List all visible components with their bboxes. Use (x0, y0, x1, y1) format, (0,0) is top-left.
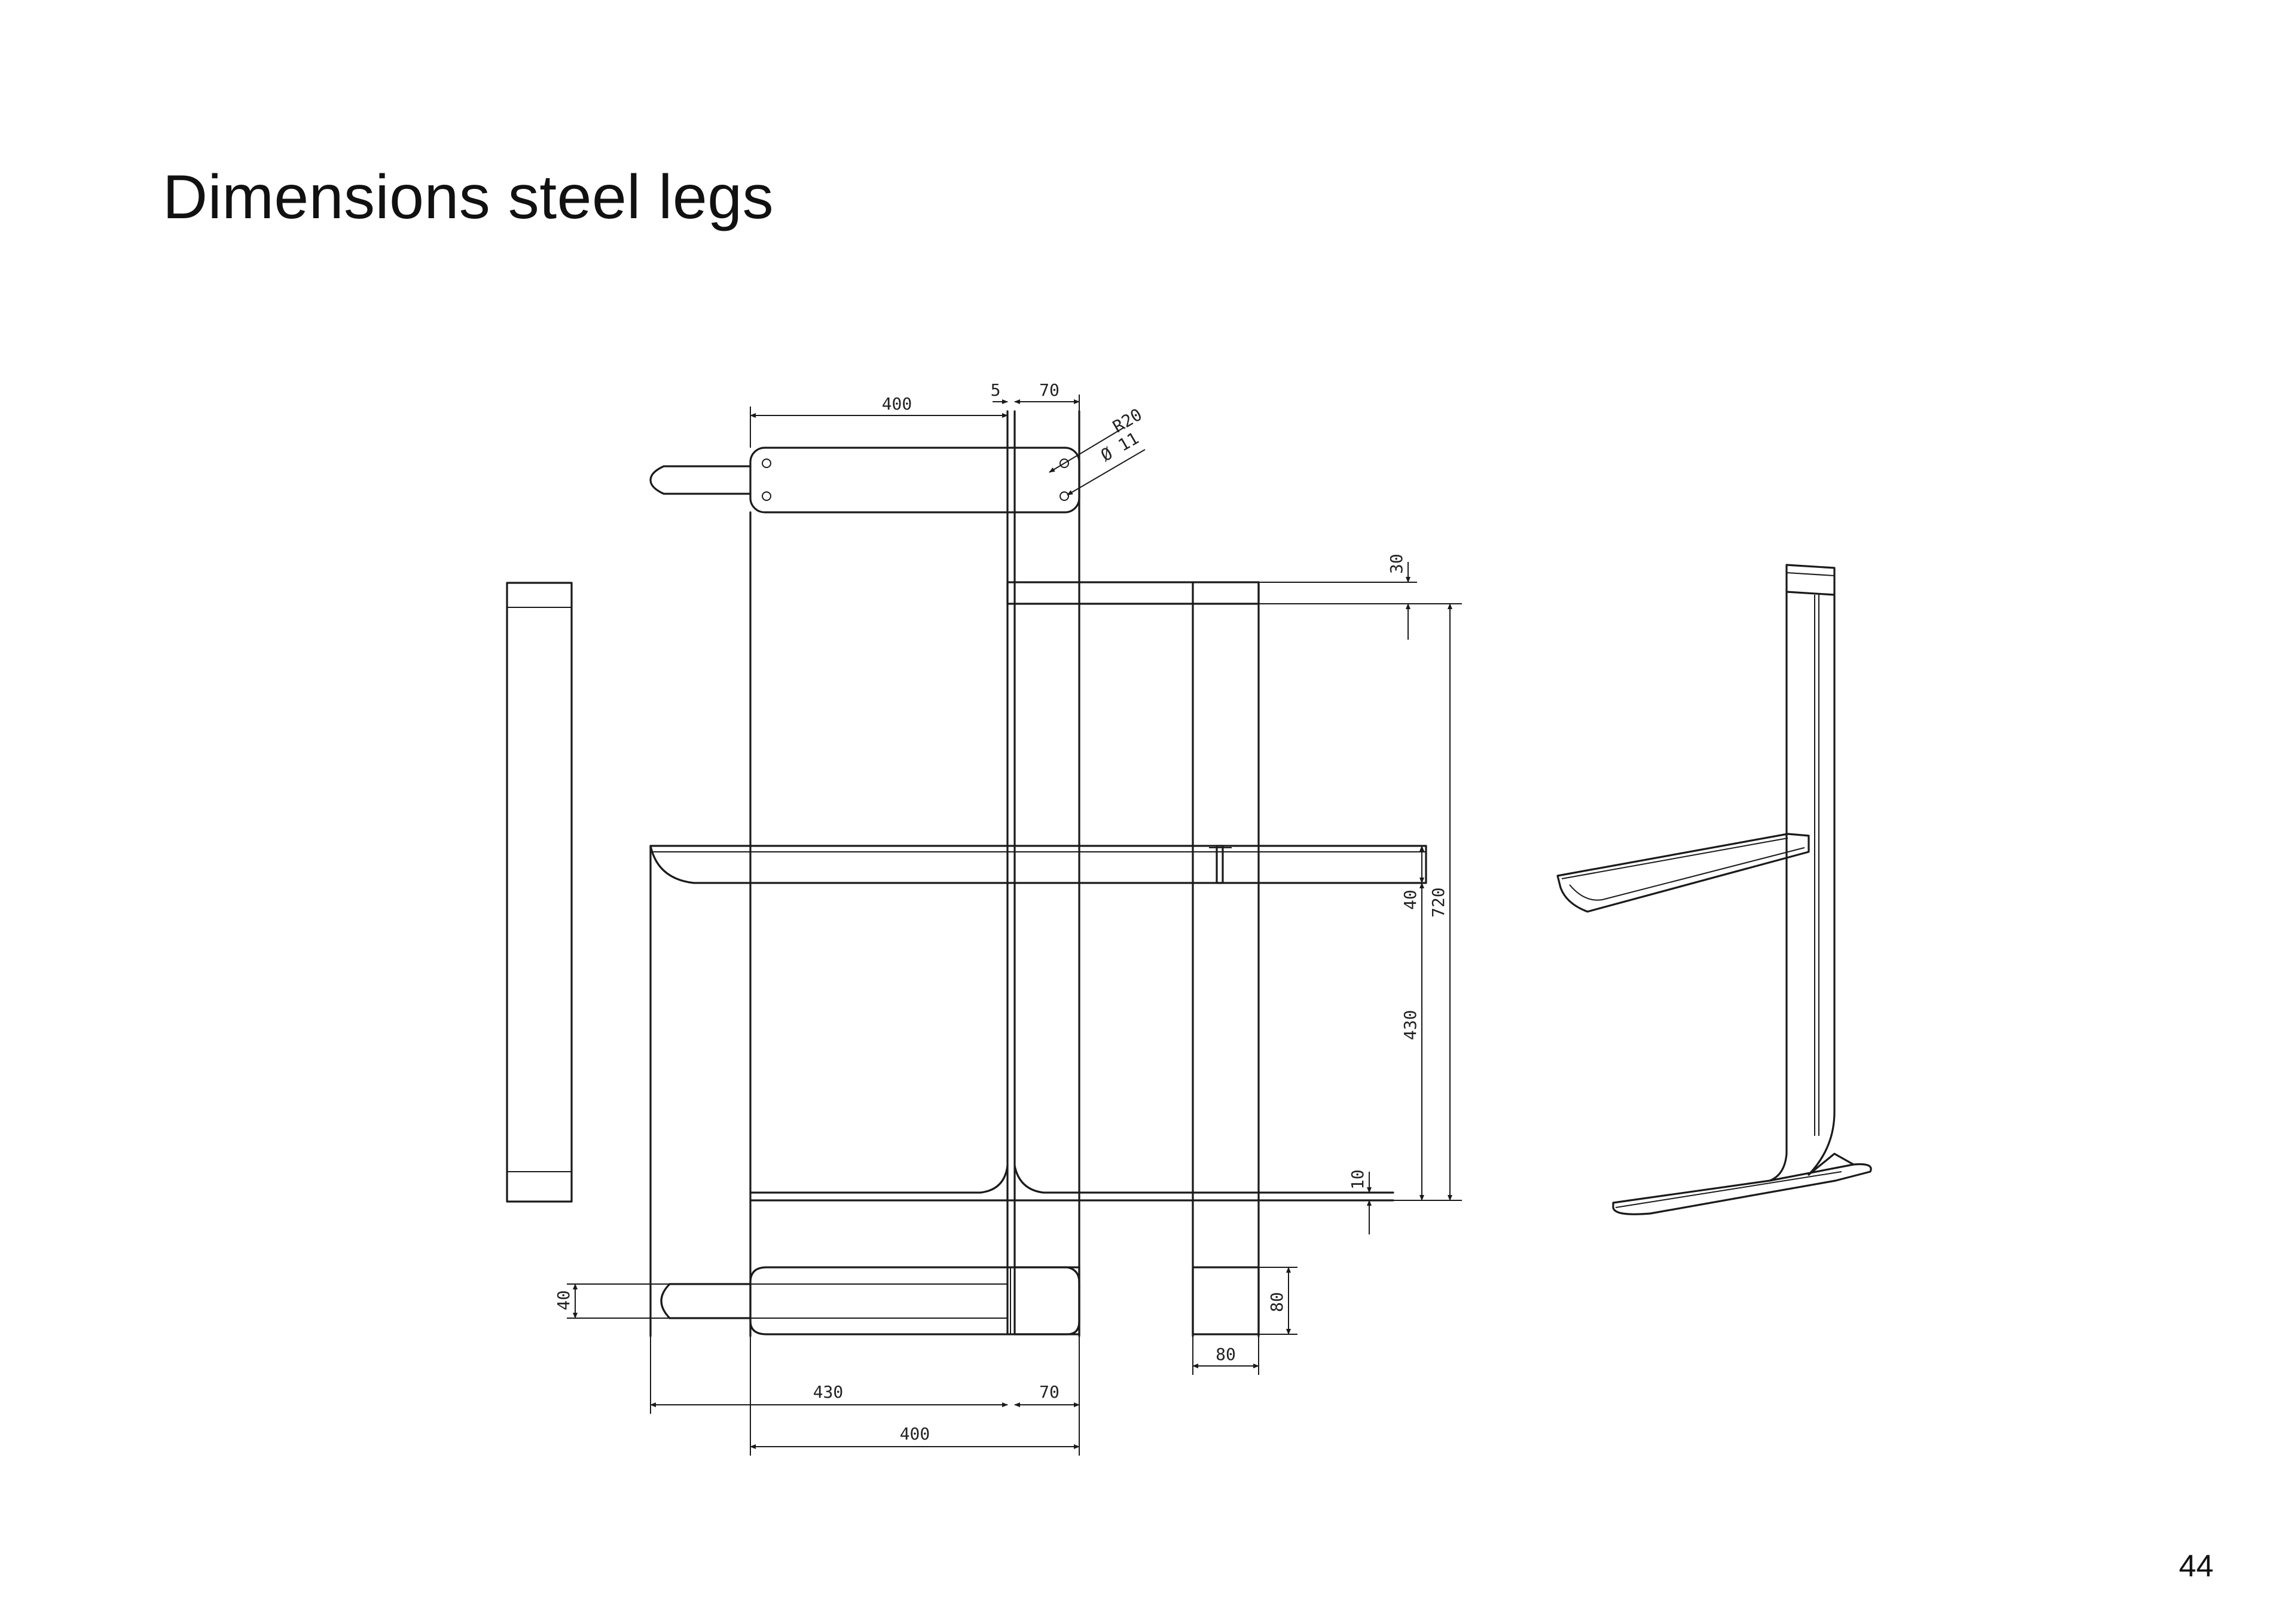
dim-bottom-length: 400 (900, 1424, 930, 1444)
dim-foot-plate-height: 10 (1348, 1169, 1367, 1190)
dim-bottom-width: 70 (1039, 1382, 1060, 1402)
dim-foot-left-height: 40 (554, 1290, 573, 1310)
dim-column-width: 80 (1216, 1344, 1236, 1364)
dim-top-plate-height: 30 (1387, 554, 1406, 574)
dim-bottom-span: 430 (813, 1382, 844, 1402)
dim-total-height: 720 (1428, 887, 1448, 918)
page-title: Dimensions steel legs (163, 163, 774, 232)
dim-arm-height: 40 (1400, 890, 1420, 910)
side-view-leg (506, 582, 573, 1203)
top-plate-plan (649, 410, 1080, 605)
front-elevation (649, 410, 1427, 1337)
dimension-lines (567, 395, 1462, 1456)
dim-foot-height: 80 (1267, 1292, 1287, 1312)
dim-lower-height: 430 (1400, 1010, 1420, 1040)
dim-top-gap: 5 (991, 380, 1001, 400)
page-number: 44 (2179, 1549, 2213, 1584)
dim-top-length: 400 (882, 394, 912, 414)
dim-top-width: 70 (1039, 380, 1060, 400)
isometric-leg-view (1556, 564, 1872, 1215)
